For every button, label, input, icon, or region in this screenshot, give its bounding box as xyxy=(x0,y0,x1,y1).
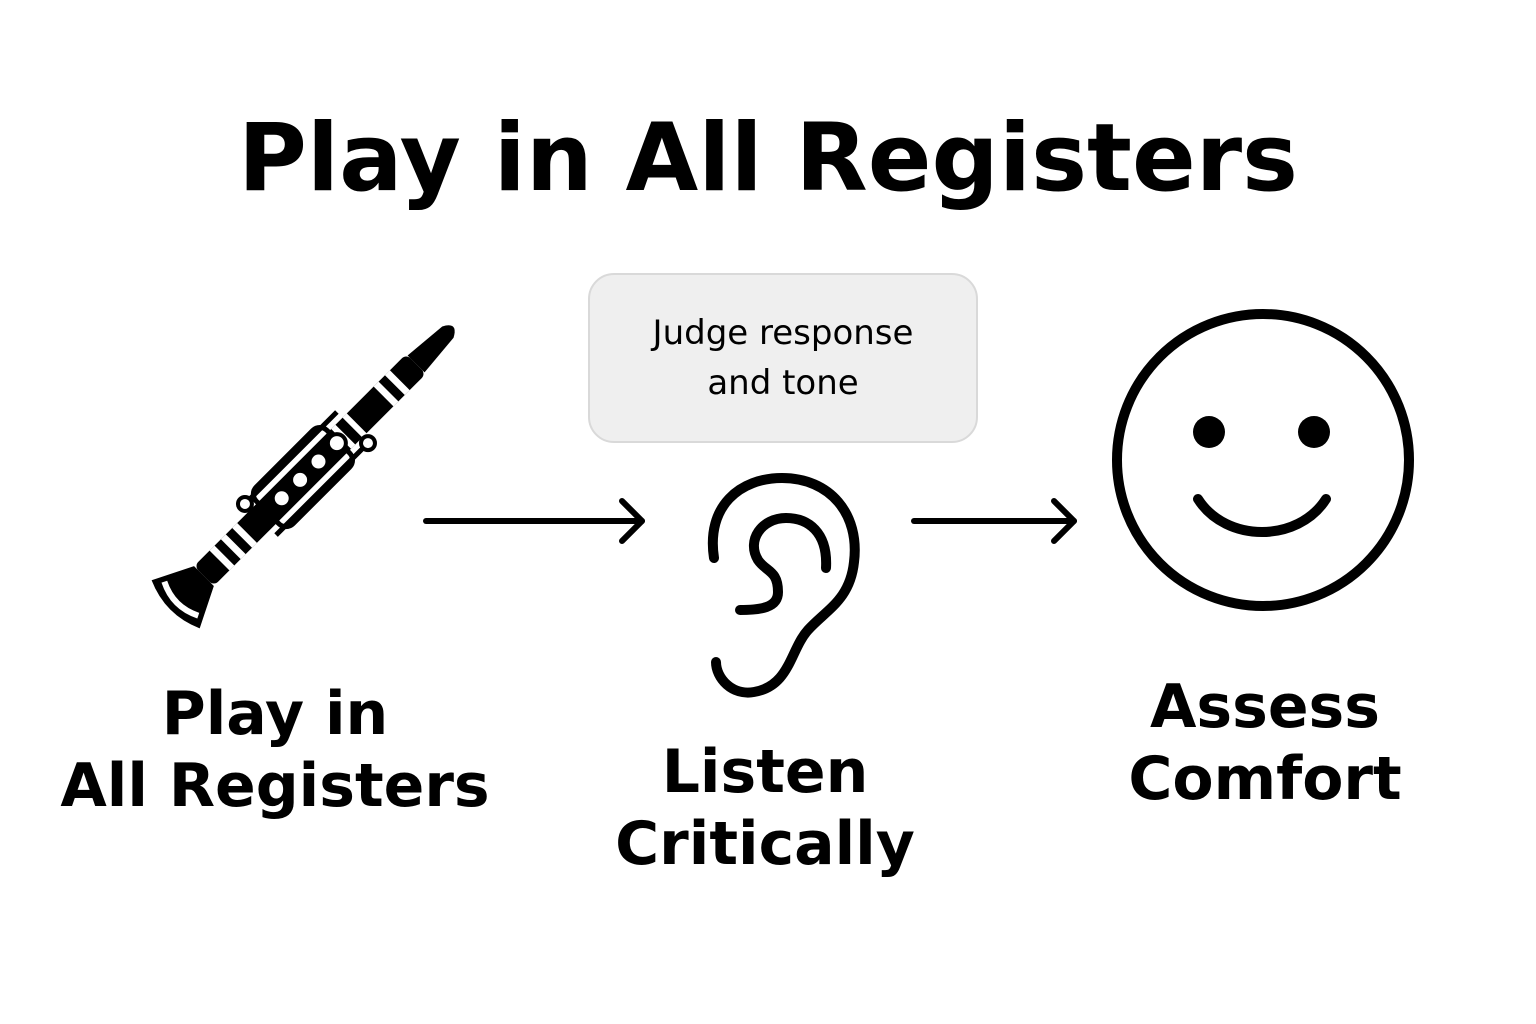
smiley-face-icon xyxy=(1108,305,1418,615)
diagram-title: Play in All Registers xyxy=(237,104,1299,213)
step-label-assess: Assess Comfort xyxy=(1128,672,1402,814)
callout-box: Judge response and tone xyxy=(588,273,978,443)
arrow-right-icon xyxy=(420,496,655,546)
clarinet-icon xyxy=(120,290,500,650)
callout-text: Judge response and tone xyxy=(652,313,914,403)
ear-icon xyxy=(690,460,880,710)
step-label-listen: Listen Critically xyxy=(615,737,915,879)
step-label-play: Play in All Registers xyxy=(60,679,490,821)
arrow-right-icon xyxy=(908,496,1088,546)
right-eye-icon xyxy=(1298,416,1330,448)
left-eye-icon xyxy=(1193,416,1225,448)
